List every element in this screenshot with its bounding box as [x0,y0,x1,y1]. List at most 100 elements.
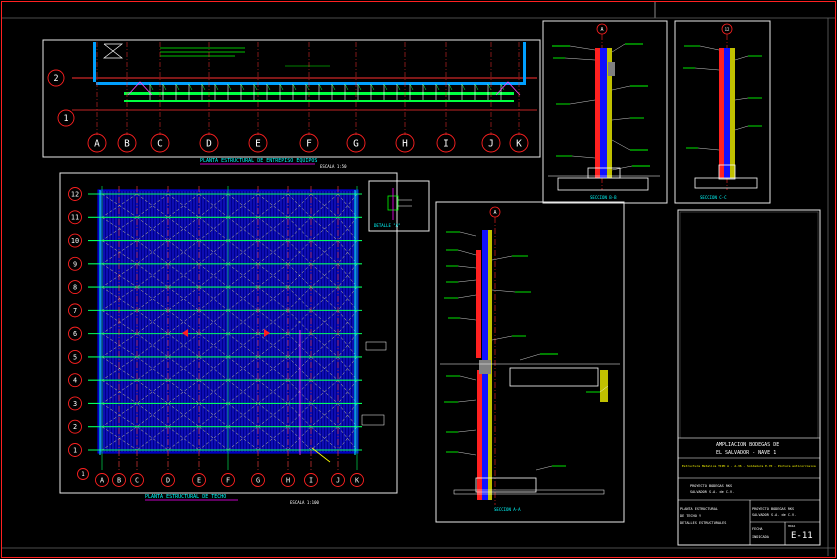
top-col-bubble-F-label: F [306,138,312,149]
roof-col-bubble-H-label: H [286,476,290,484]
roof-row-bubble-12-label: 12 [71,190,79,198]
top-col-bubble-A: A [87,133,107,153]
roof-col-bubble-E: E [192,473,206,487]
top-plan-scale: ESCALA 1:50 [320,164,347,169]
top-col-bubble-A-label: A [94,138,100,149]
roof-row-bubble-8-label: 8 [73,284,77,292]
sheet-content-2: DE TECHO Y [680,514,702,518]
date-value: INDICADA [752,535,770,539]
roof-corrugation [100,191,357,452]
section-b-wall [595,48,600,178]
roof-col-bubble-K: K [350,473,364,487]
roof-row-bubble-2-label: 2 [73,423,77,431]
section-b-frame [542,20,668,204]
client-line-2: SALVADOR S.A. de C.V. [690,490,734,494]
roof-bracing [101,193,358,451]
section-b-title: SECCION B-B [590,195,617,200]
roof-plan-title: PLANTA ESTRUCTURAL DE TECHO [145,494,226,500]
section-b-axis: A [600,27,603,33]
roof-col-bubble-G: G [251,473,265,487]
roof-col-bubble-B-label: B [117,476,121,484]
client-line-1: PROYECTO BODEGAS RKS [690,484,732,488]
designer-line-2: SALVADOR S.A. de C.V. [752,513,796,517]
roof-row-bubble-3-label: 3 [73,400,77,408]
detail-a-frame [368,180,430,232]
top-row-bubble-1: 1 [57,109,75,127]
section-b-notes [552,43,650,171]
roof-col-bubble-B: B [112,473,126,487]
roof-row-bubble-3: 3 [68,396,82,411]
project-line-2: EL SALVADOR - NAVE 1 [716,450,776,456]
sheet-content-3: DETALLES ESTRUCTURALES [680,521,726,525]
roof-col-bubble-D-label: D [166,476,170,484]
section-c-wall [719,48,724,178]
section-a-footing [475,477,537,493]
roof-col-bubble-E-label: E [197,476,201,484]
top-row-bubbles: 21 [47,69,75,127]
roof-row-bubble-9: 9 [68,256,82,271]
section-a-title: SECCION A-A [494,507,521,512]
top-col-bubble-C: C [150,133,170,153]
note-box-2 [361,414,385,426]
roof-col-bubble-F-label: F [226,476,230,484]
note-box-1 [365,341,387,351]
section-a-notes [444,231,609,471]
roof-beams [88,186,362,470]
beam-top [96,82,526,85]
roof-row-bubble-2: 2 [68,419,82,434]
roof-row-bubble-9-label: 9 [73,260,77,268]
roof-row-bubble-6-label: 6 [73,330,77,338]
section-c-title: SECCION C-C [700,195,727,200]
roof-col-bubble-K-label: K [355,476,360,484]
roof-row-bubble-11: 11 [68,210,82,225]
top-col-bubble-J: J [481,133,501,153]
detail-a-title: DETALLE "A" [374,223,401,228]
section-b-wall-2 [607,48,612,178]
section-b-b: A SECCION B-B [542,20,668,204]
top-col-bubble-D: D [199,133,219,153]
top-row-bubble-2-label: 2 [53,73,58,83]
top-col-bubble-I-label: I [443,138,449,149]
top-col-bubble-K-label: K [516,138,522,149]
roof-col-bubble-J-label: J [336,476,340,484]
title-notes: Estructura Metalica TIPO A - A-36 - Sold… [682,464,816,468]
designer-line-1: PROYECTO BODEGAS RKS [752,507,794,511]
roof-row-bubble-5: 5 [68,349,82,364]
top-col-bubble-I: I [436,133,456,153]
top-col-bubble-F: F [299,133,319,153]
top-col-bubble-B-label: B [124,138,130,149]
roof-row-bubble-7: 7 [68,303,82,318]
top-row-bubble-2: 2 [47,69,65,87]
roof-row-bubble-10: 10 [68,233,82,248]
joist-line-2 [124,100,514,102]
roof-plan-scale: ESCALA 1:100 [290,500,319,505]
roof-col-bubble-I: I [304,473,318,487]
roof-col-bubble-J: J [331,473,345,487]
top-row-bubble-1-label: 1 [63,113,68,123]
section-c-axis: 12 [725,27,730,32]
top-col-bubble-E-label: E [255,138,261,149]
roof-row-bubble-7-label: 7 [73,307,77,315]
top-plan-title: PLANTA ESTRUCTURAL DE ENTREPISO EQUIPOS [200,158,317,164]
section-a-lower-wall [477,370,482,500]
top-col-bubble-G-label: G [353,138,359,149]
date-label: FECHA [752,527,763,531]
sheet-number-label: HOJA [788,524,795,528]
sheet-number: E-11 [791,531,813,541]
slope-arrow-left [182,329,188,337]
top-plan-frame [42,39,541,158]
roof-row-bubble-12: 12 [68,187,82,201]
section-c-c: 12 SECCION C-C [674,20,771,204]
roof-row-bubble-extra: 1 [77,468,89,480]
top-joist-group [127,81,521,100]
roof-col-bubble-F: F [221,473,235,487]
roof-row-bubble-5-label: 5 [73,353,77,361]
top-col-bubble-C-label: C [157,138,163,149]
roof-col-bubble-I-label: I [309,476,313,484]
